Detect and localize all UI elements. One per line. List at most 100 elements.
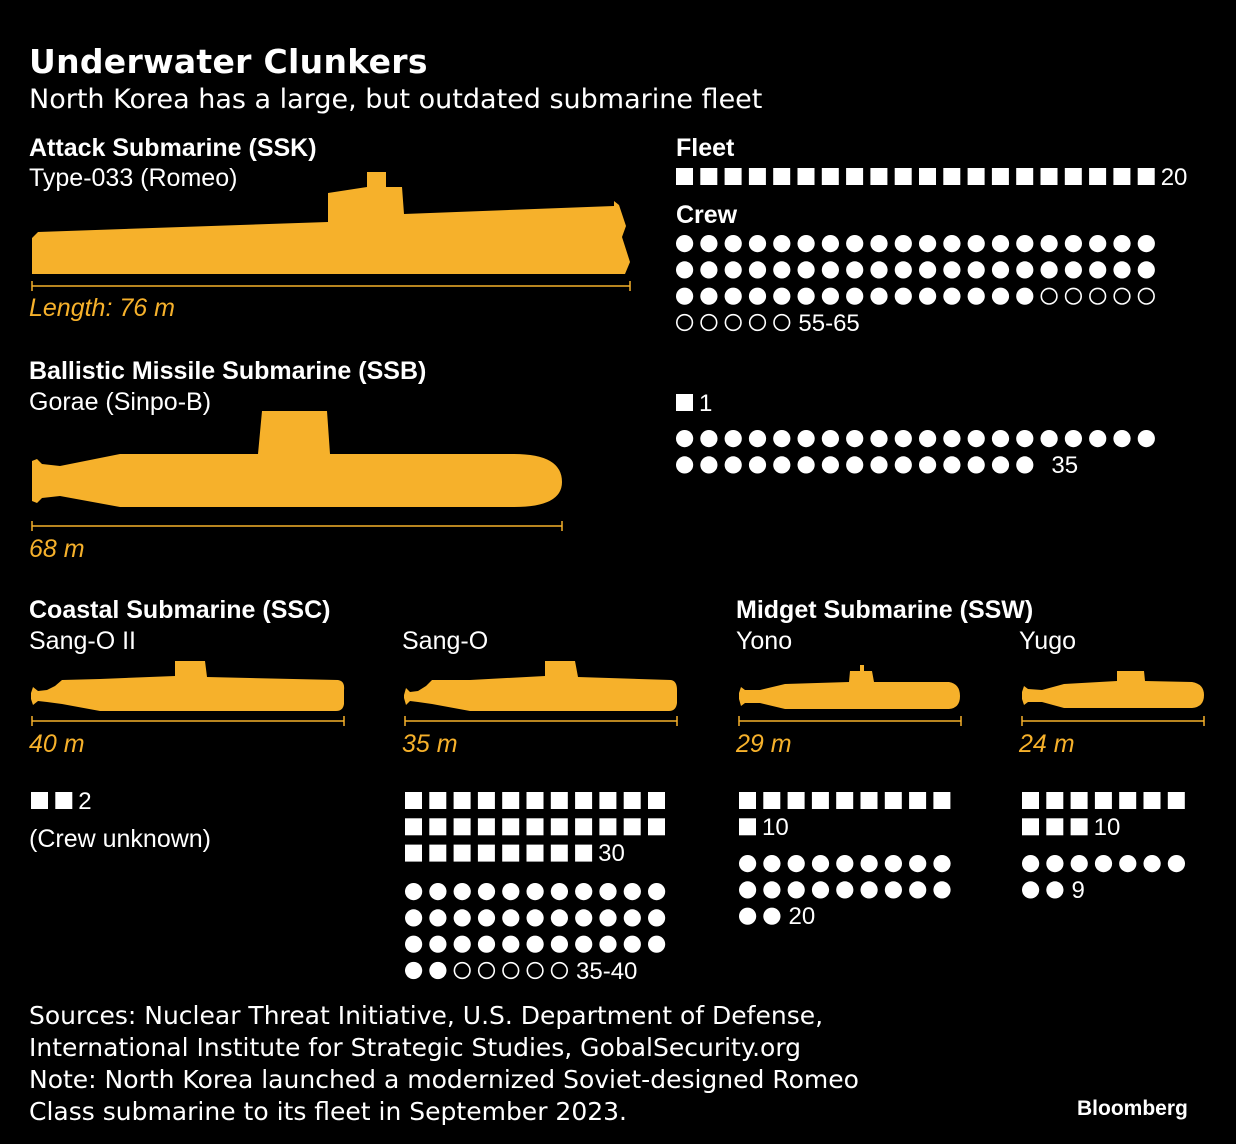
fleet-square-yugo bbox=[1046, 792, 1064, 809]
crew-dot-romeo bbox=[700, 235, 718, 253]
crew-dot-gorae bbox=[724, 456, 742, 474]
fleet-count-gorae: 1 bbox=[699, 389, 713, 417]
model-name-sang-o-ii: Sang-O II bbox=[29, 627, 136, 655]
crew-dot-sang-o bbox=[429, 961, 447, 980]
crew-dot-romeo bbox=[724, 261, 742, 279]
crew-dot-sang-o bbox=[623, 883, 641, 901]
fleet-square-sang-o bbox=[623, 818, 641, 836]
crew-dot-sang-o bbox=[405, 935, 423, 953]
fleet-square-yono bbox=[811, 792, 829, 809]
crew-dot-gorae bbox=[724, 430, 742, 448]
crew-dot-gorae bbox=[991, 456, 1010, 474]
fleet-square-sang-o bbox=[453, 792, 471, 809]
crew-dot-romeo bbox=[676, 287, 694, 305]
crew-dot-gorae bbox=[1040, 430, 1058, 448]
section-title-ssb: Ballistic Missile Submarine (SSB) bbox=[29, 357, 427, 385]
fleet-square-romeo bbox=[773, 168, 791, 185]
fleet-square-yono bbox=[909, 792, 927, 809]
fleet-square-romeo bbox=[1113, 168, 1131, 185]
crew-range-dot-romeo bbox=[748, 313, 767, 332]
fleet-square-sang-o bbox=[575, 844, 593, 862]
length-label-sang-o: 35 m bbox=[402, 730, 458, 758]
crew-dot-yugo bbox=[1143, 855, 1161, 873]
crew-dot-sang-o bbox=[477, 909, 496, 927]
fleet-header: Fleet bbox=[676, 134, 735, 162]
fleet-square-romeo bbox=[797, 168, 815, 185]
crew-dot-romeo bbox=[773, 261, 791, 279]
fleet-square-sang-o bbox=[599, 818, 617, 836]
crew-dot-yugo bbox=[1046, 881, 1064, 899]
crew-dot-gorae bbox=[1137, 430, 1155, 448]
crew-dot-yono bbox=[787, 855, 805, 873]
fleet-square-sang-o bbox=[550, 818, 568, 836]
fleet-square-sang-o bbox=[405, 818, 422, 836]
crew-dot-sang-o bbox=[648, 909, 666, 927]
crew-dot-romeo bbox=[821, 287, 840, 305]
crew-dot-gorae bbox=[1016, 456, 1034, 474]
crew-dot-romeo bbox=[1016, 287, 1034, 305]
crew-range-dot-romeo bbox=[773, 313, 791, 332]
sources-line-1: Sources: Nuclear Threat Initiative, U.S.… bbox=[29, 1001, 824, 1030]
crew-dot-romeo bbox=[773, 235, 791, 253]
crew-dot-gorae bbox=[894, 430, 912, 448]
crew-dot-yono bbox=[739, 855, 757, 873]
length-label-yugo: 24 m bbox=[1019, 730, 1075, 758]
crew-dot-gorae bbox=[797, 456, 815, 474]
crew-dot-sang-o bbox=[429, 935, 447, 953]
fleet-square-romeo bbox=[870, 168, 888, 185]
crew-dot-romeo bbox=[967, 261, 985, 279]
crew-dot-sang-o bbox=[502, 909, 520, 927]
crew-dot-sang-o bbox=[599, 909, 617, 927]
fleet-square-yono bbox=[739, 792, 756, 809]
fleet-square-romeo bbox=[1016, 168, 1034, 185]
crew-dot-romeo bbox=[846, 287, 864, 305]
crew-dot-romeo bbox=[870, 261, 888, 279]
fleet-square-sang-o bbox=[599, 792, 617, 809]
length-rule-romeo bbox=[31, 281, 631, 291]
crew-dot-sang-o bbox=[550, 909, 569, 927]
submarine-silhouette-romeo bbox=[32, 172, 630, 274]
crew-dot-romeo bbox=[1089, 235, 1107, 253]
model-name-yugo: Yugo bbox=[1019, 627, 1077, 655]
crew-range-dot-sang-o bbox=[550, 961, 569, 980]
submarine-silhouette-sang-o bbox=[404, 661, 677, 711]
fleet-square-yono bbox=[787, 792, 805, 809]
crew-dot-sang-o bbox=[575, 935, 593, 953]
crew-dot-sang-o bbox=[623, 909, 641, 927]
crew-dot-romeo bbox=[1089, 261, 1107, 279]
fleet-square-sang-o bbox=[477, 844, 495, 862]
fleet-square-sang-o bbox=[526, 792, 544, 809]
crew-dot-yugo bbox=[1070, 855, 1088, 873]
crew-dot-romeo bbox=[821, 261, 840, 279]
fleet-square-sang-o-ii bbox=[55, 792, 73, 809]
fleet-square-romeo bbox=[700, 168, 718, 185]
section-title-ssw: Midget Submarine (SSW) bbox=[736, 596, 1034, 624]
crew-dot-gorae bbox=[870, 430, 888, 448]
fleet-square-romeo bbox=[821, 168, 839, 185]
length-label-romeo: Length: 76 m bbox=[29, 294, 175, 322]
page-subtitle: North Korea has a large, but outdated su… bbox=[29, 84, 763, 115]
crew-dot-sang-o bbox=[575, 883, 593, 901]
crew-dot-romeo bbox=[1064, 261, 1082, 279]
model-name-gorae: Gorae (Sinpo-B) bbox=[29, 388, 212, 416]
fleet-square-yugo bbox=[1094, 792, 1112, 809]
crew-range-dot-sang-o bbox=[526, 961, 544, 980]
crew-dot-yono bbox=[787, 881, 805, 899]
crew-dot-romeo bbox=[797, 287, 815, 305]
note-line-2: Class submarine to its fleet in Septembe… bbox=[29, 1097, 627, 1126]
crew-dot-sang-o bbox=[526, 909, 544, 927]
fleet-square-yugo bbox=[1143, 792, 1161, 809]
fleet-square-yono bbox=[860, 792, 878, 809]
crew-dot-romeo bbox=[797, 261, 815, 279]
fleet-square-sang-o-ii bbox=[31, 792, 48, 809]
crew-dot-sang-o bbox=[453, 909, 471, 927]
crew-dot-romeo bbox=[700, 261, 718, 279]
crew-dot-sang-o bbox=[502, 883, 520, 901]
crew-dot-sang-o bbox=[648, 935, 666, 953]
crew-dot-gorae bbox=[797, 430, 815, 448]
crew-dot-romeo bbox=[919, 287, 937, 305]
note-line-1: Note: North Korea launched a modernized … bbox=[29, 1065, 859, 1094]
fleet-square-romeo bbox=[991, 168, 1009, 185]
crew-dot-sang-o bbox=[453, 883, 471, 901]
